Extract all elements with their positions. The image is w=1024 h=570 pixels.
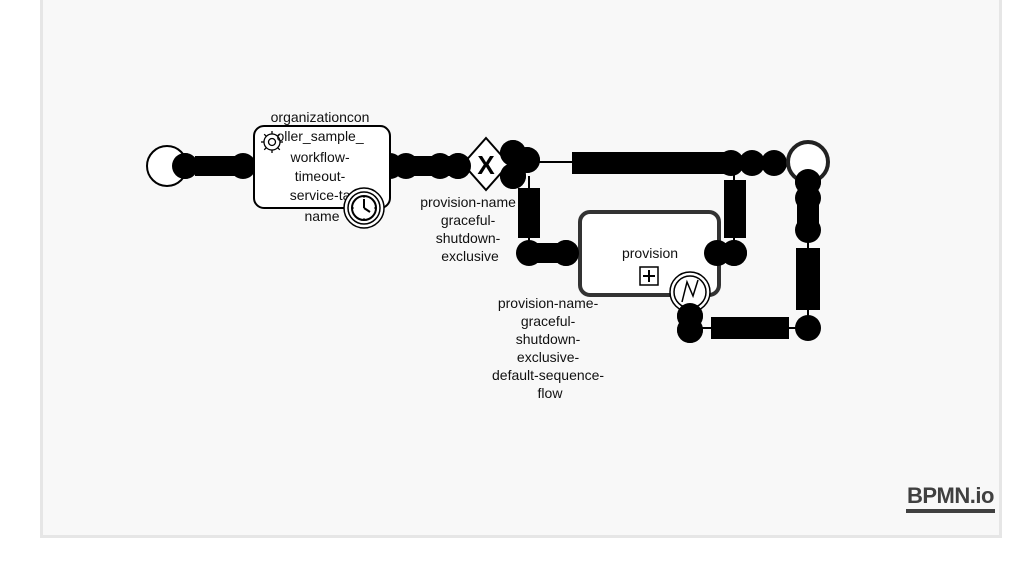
default-flow-label-line: flow <box>538 385 564 401</box>
subprocess-provision[interactable]: provision <box>578 210 721 313</box>
handle-bar <box>711 317 789 339</box>
handle[interactable] <box>172 153 198 179</box>
service-task-label-line: oller_sample_ <box>276 128 363 144</box>
handle <box>718 150 744 176</box>
bpmn-io-logo[interactable]: BPMN.io <box>906 483 995 513</box>
diagram-canvas[interactable] <box>40 0 1002 538</box>
handle <box>739 150 765 176</box>
default-flow-label-line: graceful- <box>521 313 576 329</box>
service-task-label-line: workflow- <box>289 149 349 165</box>
service-task-label-line: service-ta <box>290 187 351 203</box>
gateway-handles[interactable] <box>445 140 540 189</box>
handle-bar <box>195 156 241 176</box>
gateway-label-line: exclusive <box>441 248 499 264</box>
handle-bar <box>724 180 746 238</box>
handle <box>721 240 747 266</box>
handle <box>427 153 453 179</box>
handle <box>795 315 821 341</box>
exclusive-gateway[interactable]: X provision-name graceful- shutdown- exc… <box>420 136 520 264</box>
handle-bar <box>572 152 734 174</box>
gateway-marker: X <box>477 150 495 180</box>
default-flow-label-line: default-sequence- <box>492 367 604 383</box>
handle <box>677 317 703 343</box>
service-task-label-line: name <box>304 208 339 224</box>
service-task-label-line: organizationcon <box>271 109 370 125</box>
service-task[interactable]: organizationcon oller_sample_ workflow- … <box>253 109 391 229</box>
timer-icon[interactable] <box>343 187 385 229</box>
handle <box>445 153 471 179</box>
subprocess-label: provision <box>622 245 678 261</box>
handle <box>500 163 526 189</box>
service-task-label: organizationcon oller_sample_ workflow- … <box>271 109 374 224</box>
handle-bar <box>796 248 820 310</box>
default-flow-label-line: shutdown- <box>516 331 581 347</box>
handle[interactable] <box>795 169 821 195</box>
default-flow-label-line: exclusive- <box>517 349 580 365</box>
handle <box>230 153 256 179</box>
expand-icon[interactable] <box>639 266 659 286</box>
handle <box>553 240 579 266</box>
default-flow-label-line: provision-name- <box>498 295 599 311</box>
handle-bar <box>797 200 819 226</box>
handle-bar <box>518 188 540 238</box>
gateway-label-line: shutdown- <box>436 230 501 246</box>
handle <box>761 150 787 176</box>
default-flow-label: provision-name- graceful- shutdown- excl… <box>492 295 608 401</box>
gateway-label-line: provision-name <box>420 194 516 210</box>
subprocess-handles[interactable] <box>553 240 747 343</box>
service-task-label-line: timeout- <box>295 168 346 184</box>
gateway-label: provision-name graceful- shutdown- exclu… <box>420 194 520 264</box>
gateway-label-line: graceful- <box>441 212 496 228</box>
gear-icon <box>261 131 283 153</box>
